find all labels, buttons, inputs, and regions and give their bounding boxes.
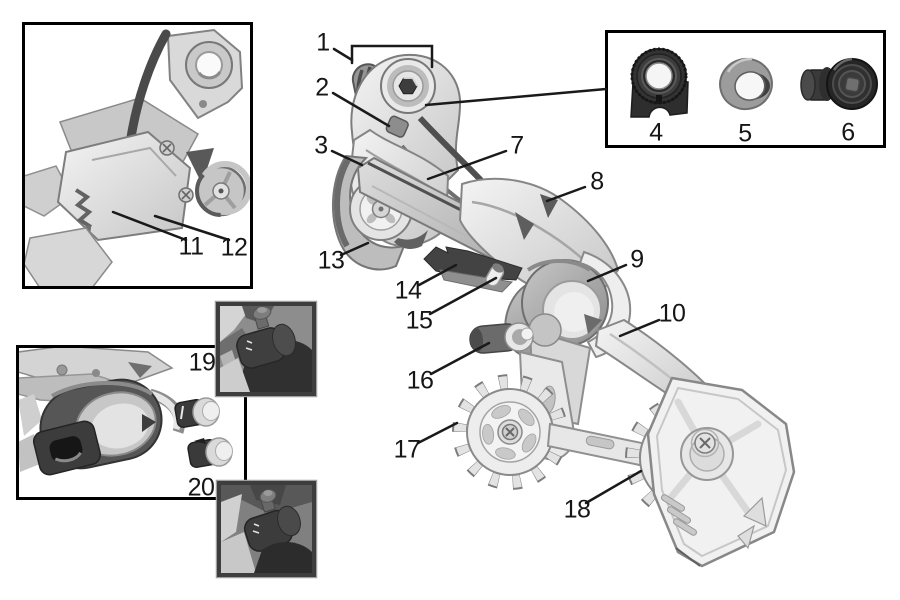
callout-20: 20 [187, 473, 215, 502]
skid-plates [423, 246, 523, 293]
leader-line-3 [330, 149, 364, 167]
leader-line-18 [584, 469, 643, 505]
inset-box-top-left [22, 22, 253, 289]
callout-18: 18 [563, 495, 591, 524]
leader-line-15 [428, 276, 498, 316]
leader-line-17 [416, 421, 459, 445]
callout-15: 15 [405, 306, 433, 335]
callout-10: 10 [658, 299, 686, 328]
callout-11: 11 [178, 232, 204, 261]
callout-4: 4 [649, 118, 663, 147]
callout-8: 8 [590, 167, 604, 196]
leader-line-10 [618, 318, 661, 338]
callout-16: 16 [406, 366, 434, 395]
cable-pocket [385, 115, 409, 138]
callout-9: 9 [630, 245, 644, 274]
detail-inset-20-illustration [221, 485, 312, 573]
leader-line-parts-box [424, 87, 608, 107]
parts-box-items [630, 47, 878, 118]
callout-5: 5 [738, 119, 752, 148]
part-5-bushing [719, 57, 773, 111]
inset-top-left-illustration [24, 28, 250, 286]
callout-7: 7 [510, 131, 524, 160]
outer-cage-plate [646, 376, 796, 568]
main-derailleur-illustration [331, 53, 796, 568]
callout-19: 19 [188, 348, 216, 377]
leader-line-11 [111, 210, 188, 242]
part-4-grommet [630, 47, 689, 118]
callout-12: 12 [220, 233, 248, 262]
leader-line-12 [153, 214, 231, 242]
detail-box-19 [216, 302, 316, 396]
leader-line-13 [339, 241, 370, 257]
hex-port [49, 436, 83, 462]
spring-icon [74, 188, 93, 229]
callout-6: 6 [841, 118, 855, 147]
leader-line-9 [586, 263, 628, 283]
part-6-barrel-bolt [800, 57, 878, 110]
leader-line-1 [332, 47, 354, 62]
callout-1: 1 [316, 28, 330, 57]
inset-box-bottom-left [16, 345, 247, 500]
knuckle-body [56, 130, 192, 242]
bracket-1 [350, 44, 434, 69]
callout-14: 14 [394, 276, 422, 305]
leader-line-8 [545, 185, 587, 203]
detail-inset-19-illustration [220, 306, 312, 392]
detail-box-20 [217, 481, 316, 577]
callout-3: 3 [314, 131, 328, 160]
adjuster-screw-b [187, 437, 233, 469]
callout-17: 17 [393, 435, 421, 464]
adjuster-screw-a [174, 397, 220, 429]
leader-line-7 [426, 149, 508, 181]
leader-line-14 [417, 263, 458, 287]
leader-line-2 [331, 91, 391, 128]
leader-lines [111, 44, 661, 505]
leader-line-16 [429, 341, 491, 376]
callout-2: 2 [315, 73, 329, 102]
upper-pulley [452, 374, 568, 490]
callout-13: 13 [317, 246, 345, 275]
inset-bottom-left-illustration [18, 347, 233, 476]
